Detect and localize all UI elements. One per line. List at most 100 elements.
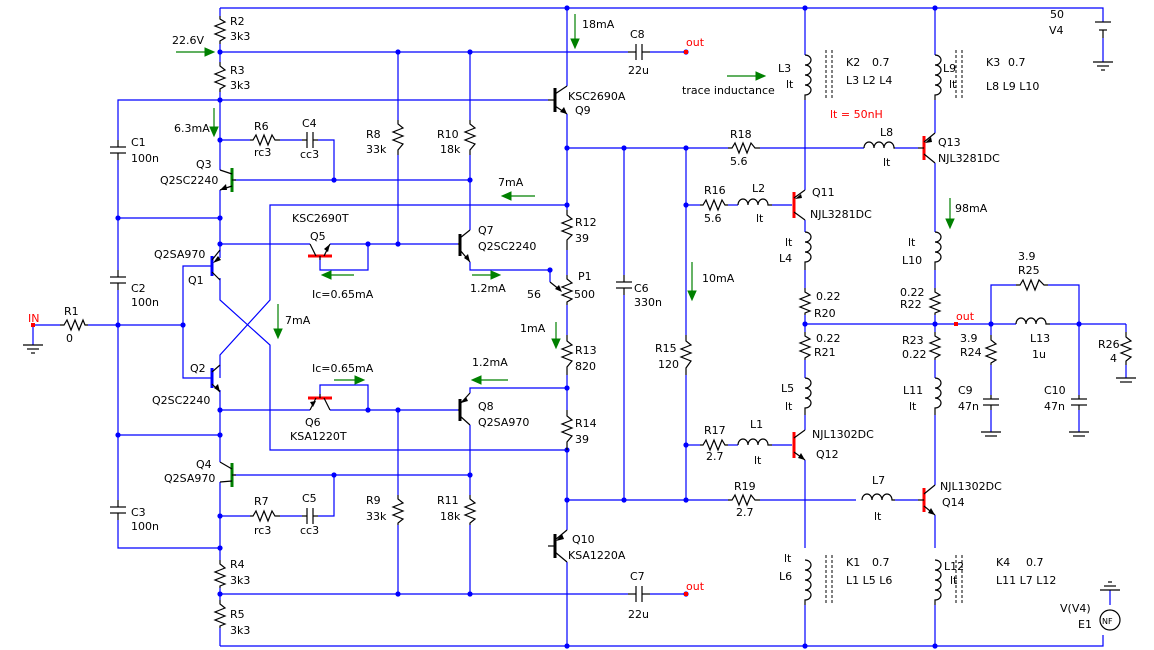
label-c1-name: C1 (131, 136, 146, 149)
label-q9-type: KSC2690A (568, 90, 626, 103)
label-r1-name: R1 (64, 305, 79, 318)
junction-dots (115, 5, 1082, 649)
capacitor-c6 (616, 275, 632, 295)
inductor-l4 (804, 231, 812, 270)
label-i-6ma: 6.3mA (174, 122, 210, 135)
label-l12-name: L12 (944, 560, 964, 573)
label-r13-val: 820 (575, 360, 596, 373)
capacitor-c4 (302, 132, 318, 148)
transistor-q14 (918, 484, 936, 516)
label-l2-lt: lt (756, 212, 764, 225)
label-r4-val: 3k3 (230, 574, 250, 587)
label-r21-val: 0.22 (816, 332, 841, 345)
label-i-18ma: 18mA (582, 18, 615, 31)
label-r9-name: R9 (366, 494, 381, 507)
label-trace: trace inductance (682, 84, 775, 97)
transistor-q5 (308, 243, 332, 260)
label-ic-q5: Ic=0.65mA (312, 288, 374, 301)
label-c5-name: C5 (302, 492, 317, 505)
label-k1-name: K1 (846, 556, 860, 569)
resistor-r18 (728, 141, 760, 155)
resistor-r9 (391, 495, 405, 525)
sources (23, 21, 1136, 631)
label-r23-val: 0.22 (902, 348, 927, 361)
label-i-7ma-a: 7mA (498, 176, 524, 189)
label-q7-type: Q2SC2240 (478, 240, 536, 253)
label-l3-lt: lt (786, 78, 794, 91)
transistor-q1 (210, 249, 221, 281)
transistor-q2 (210, 364, 221, 393)
label-r21-name: R21 (814, 346, 836, 359)
resistor-r3 (213, 62, 227, 92)
resistor-r15 (679, 335, 693, 375)
label-q11-name: Q11 (812, 186, 835, 199)
label-k4-val: 0.7 (1026, 556, 1044, 569)
transistor-q8 (458, 392, 471, 426)
label-l10-lt: lt (908, 236, 916, 249)
label-q6-name: Q6 (305, 416, 321, 429)
transistor-q10 (548, 529, 568, 563)
label-r18-val: 5.6 (730, 155, 748, 168)
label-r19-val: 2.7 (736, 506, 754, 519)
label-r12-val: 39 (575, 232, 589, 245)
label-r25-name: R25 (1018, 264, 1040, 277)
current-arrows (176, 14, 955, 385)
label-q5-name: Q5 (310, 230, 326, 243)
label-l4-name: L4 (779, 252, 792, 265)
label-r17-name: R17 (704, 424, 726, 437)
battery-v4 (1095, 21, 1111, 38)
inductor-l2 (737, 198, 772, 206)
label-k4-name: K4 (996, 556, 1010, 569)
label-lt-50nh: lt = 50nH (830, 108, 883, 121)
label-c10-name: C10 (1044, 384, 1066, 397)
label-l5-lt: lt (785, 400, 793, 413)
resistor-r24 (984, 335, 998, 365)
label-r2-val: 3k3 (230, 30, 250, 43)
inductor-l1 (737, 438, 772, 446)
label-q14-name: Q14 (942, 496, 965, 509)
capacitor-c8 (628, 44, 650, 60)
label-r20-val: 0.22 (816, 290, 841, 303)
resistor-r5 (213, 600, 227, 628)
label-q2-name: Q2 (190, 362, 206, 375)
label-r15-val: 120 (658, 358, 679, 371)
label-l9-lt: lt (949, 78, 957, 91)
resistor-r14 (560, 410, 574, 450)
potentiometer-p1 (549, 275, 574, 305)
label-q4-type: Q2SA970 (164, 472, 215, 485)
label-out-bot: out (686, 580, 705, 593)
label-c2-val: 100n (131, 296, 159, 309)
label-k4-list: L11 L7 L12 (996, 574, 1056, 587)
label-r4-name: R4 (230, 558, 245, 571)
label-c8-name: C8 (630, 28, 645, 41)
resistor-r16 (700, 198, 728, 212)
capacitor-c7 (628, 586, 650, 602)
label-c6-name: C6 (634, 282, 649, 295)
resistor-r21 (798, 332, 812, 360)
label-r10-val: 18k (440, 143, 461, 156)
label-r5-name: R5 (230, 608, 245, 621)
label-q1-type: Q2SA970 (154, 248, 205, 261)
label-r12-name: R12 (575, 216, 597, 229)
label-r16-name: R16 (704, 184, 726, 197)
label-k3-list: L8 L9 L10 (986, 80, 1039, 93)
resistor-r2 (213, 16, 227, 44)
label-c7-val: 22u (628, 608, 649, 621)
resistor-r22 (928, 288, 942, 315)
inductor-l11 (934, 377, 942, 415)
label-r18-name: R18 (730, 128, 752, 141)
label-c8-val: 22u (628, 64, 649, 77)
label-r8-val: 33k (366, 143, 387, 156)
inductor-l8 (863, 141, 895, 149)
label-i-1ma: 1mA (520, 322, 546, 335)
capacitor-c9 (983, 395, 999, 410)
resistor-r20 (798, 288, 812, 315)
resistor-r11 (463, 495, 477, 525)
label-c4-name: C4 (302, 117, 317, 130)
label-r22-name: R22 (900, 298, 922, 311)
label-i-7ma-b: 7mA (285, 314, 311, 327)
label-e1-name: E1 (1078, 618, 1092, 631)
label-r11-val: 18k (440, 510, 461, 523)
label-v-bias: 22.6V (172, 34, 204, 47)
inductor-l9 (934, 54, 942, 100)
